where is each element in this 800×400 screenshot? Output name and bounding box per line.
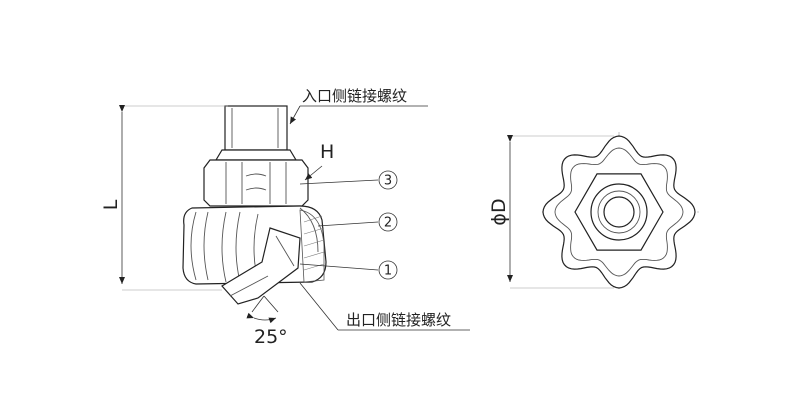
angle-label: 25° [254, 326, 288, 348]
dimension-h: H [304, 141, 334, 181]
hex-section [203, 159, 309, 207]
nozzle-tip [221, 227, 301, 305]
dimension-l: L [100, 105, 228, 291]
length-l-label: L [100, 199, 122, 210]
callout-3: 3 [299, 170, 398, 190]
dimension-d: ϕD [488, 135, 614, 289]
front-view: ϕD [488, 132, 700, 292]
spray-angle: 25° [246, 295, 288, 348]
hex-h-label: H [320, 141, 334, 163]
inlet-leader: 入口侧链接螺纹 [289, 87, 428, 125]
inlet-stub [214, 105, 298, 161]
outlet-bore-outer [597, 190, 641, 234]
part-3-label: 3 [384, 174, 392, 189]
diameter-d-label: ϕD [488, 198, 510, 225]
callout-2: 2 [317, 212, 398, 232]
callout-1: 1 [299, 260, 398, 280]
part-1-label: 1 [384, 264, 392, 279]
lobed-inner-outline [554, 147, 684, 277]
inlet-thread-label: 入口侧链接螺纹 [302, 87, 407, 105]
outlet-leader: 出口侧链接螺纹 [299, 282, 470, 331]
side-view: L H 入口侧链接螺纹 出口侧链接螺纹 3 2 [100, 87, 470, 348]
part-2-label: 2 [384, 216, 392, 231]
outlet-bore [603, 196, 635, 228]
outlet-thread-label: 出口侧链接螺纹 [346, 311, 451, 329]
